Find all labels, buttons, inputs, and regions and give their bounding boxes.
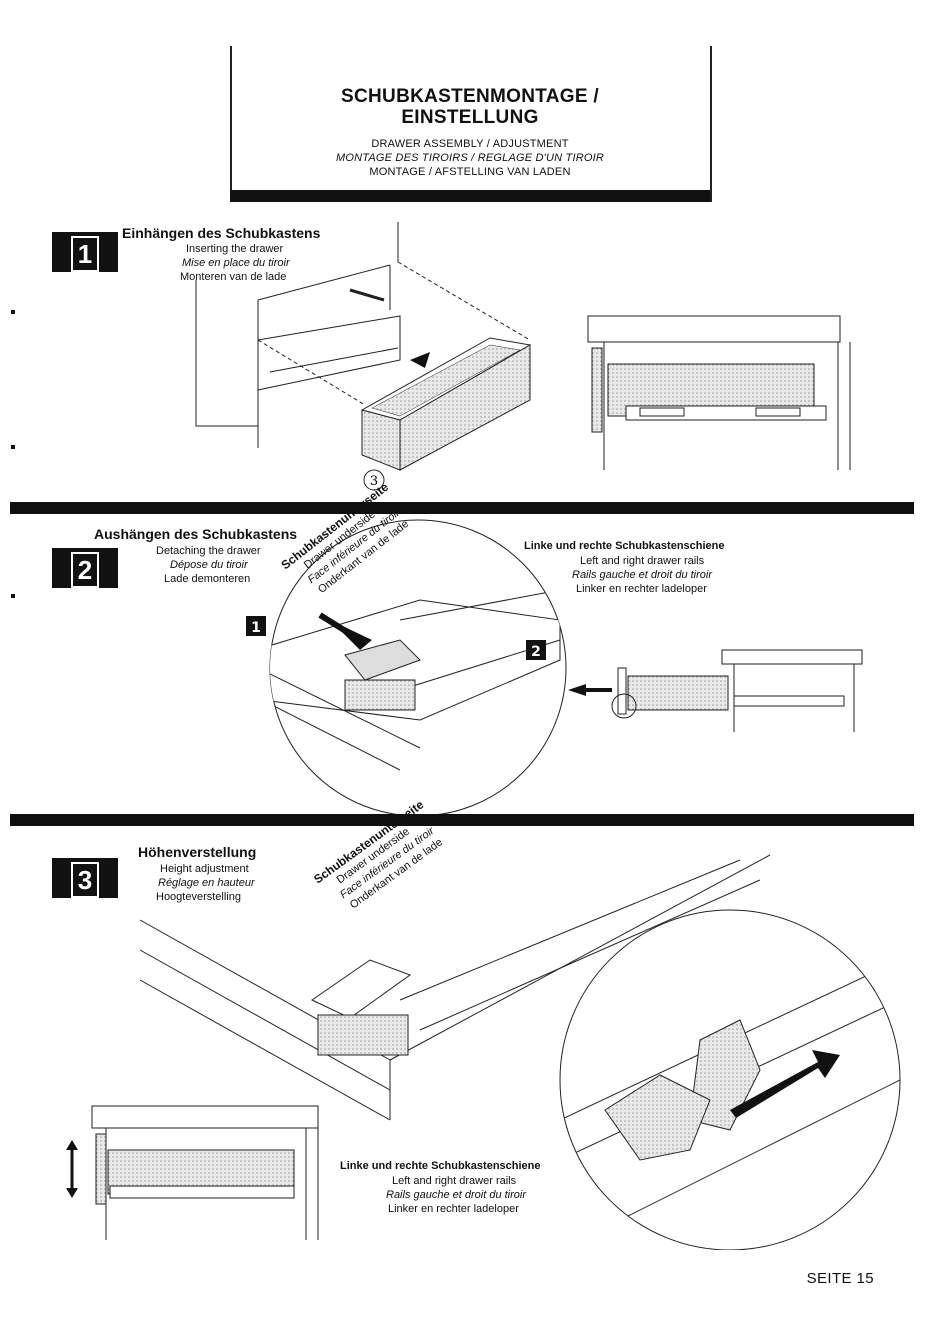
margin-mark [11, 445, 15, 449]
step-2-detach-illustration: 1 2 [246, 519, 863, 815]
step-1-title: Einhängen des Schubkastens [122, 225, 321, 241]
step-1-drawer-illustration: 3 [195, 222, 851, 491]
step-2-nl: Lade demonteren [164, 573, 251, 585]
step-1-en: Inserting the drawer [186, 243, 284, 255]
step-1-number: 1 [71, 236, 99, 272]
step-3-rails-fr: Rails gauche et droit du tiroir [386, 1189, 527, 1201]
subtitle-en: DRAWER ASSEMBLY / ADJUSTMENT [371, 138, 569, 150]
step-2-rails-de: Linke und rechte Schubkastenschiene [524, 540, 725, 552]
step-1-nl: Monteren van de lade [180, 271, 287, 283]
title-underline-bar [230, 190, 710, 202]
step-1-badge: 1 [52, 232, 118, 272]
step-2-marker-1: 1 [251, 620, 261, 636]
step-3-badge: 3 [52, 858, 118, 898]
step-3-rails-en: Left and right drawer rails [392, 1175, 517, 1187]
margin-mark [11, 310, 15, 314]
subtitle-fr: MONTAGE DES TIROIRS / REGLAGE D'UN TIROI… [335, 152, 604, 164]
step-2-marker-2: 2 [531, 644, 541, 660]
step-2-badge: 2 [52, 548, 118, 588]
section-divider [10, 814, 914, 826]
step-2-en: Detaching the drawer [156, 545, 261, 557]
step-2-fr: Dépose du tiroir [170, 559, 248, 571]
step-2-rails-nl: Linker en rechter ladeloper [576, 583, 707, 595]
subtitle-nl: MONTAGE / AFSTELLING VAN LADEN [369, 166, 571, 178]
section-divider [10, 502, 914, 514]
step-3-number: 3 [71, 862, 99, 898]
step-2-title: Aushängen des Schubkastens [94, 526, 298, 542]
page-title-line1: SCHUBKASTENMONTAGE / [341, 86, 599, 107]
page-number: SEITE 15 [806, 1270, 874, 1287]
step-1-fr: Mise en place du tiroir [182, 257, 290, 269]
step-2-rails-fr: Rails gauche et droit du tiroir [572, 569, 713, 581]
step-3-rails-nl: Linker en rechter ladeloper [388, 1203, 519, 1215]
step-3-height-adjust-illustration [66, 854, 901, 1250]
step-3-title: Höhenverstellung [138, 844, 257, 860]
margin-mark [11, 594, 15, 598]
step-3-en: Height adjustment [160, 863, 249, 875]
step-1-callout: 3 [370, 474, 378, 489]
page-title-line2: EINSTELLUNG [401, 107, 539, 128]
step-2-rails-en: Left and right drawer rails [580, 555, 705, 567]
step-2-number: 2 [71, 552, 99, 588]
title-frame [230, 46, 712, 202]
step-3-rails-de: Linke und rechte Schubkastenschiene [340, 1160, 541, 1172]
step-3-fr: Réglage en hauteur [158, 877, 255, 889]
step-3-nl: Hoogteverstelling [156, 891, 241, 903]
